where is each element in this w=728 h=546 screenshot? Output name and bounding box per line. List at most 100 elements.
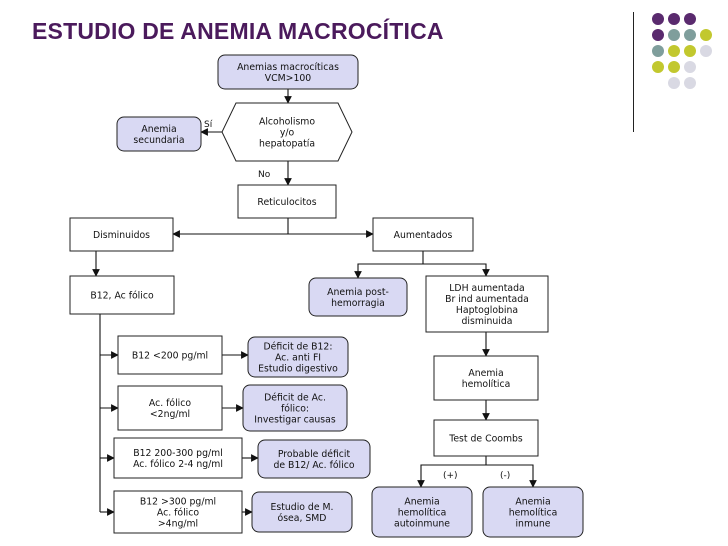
node-label: fólico: <box>281 404 309 415</box>
node-shape <box>371 486 473 538</box>
node-shape <box>482 486 584 538</box>
decorative-dot <box>668 61 680 73</box>
node-shape <box>221 102 353 162</box>
decorative-dot <box>684 29 696 41</box>
decorative-dot <box>668 29 680 41</box>
node-label: hemorragia <box>331 298 385 309</box>
node-label: Anemia <box>515 497 550 508</box>
node-label: Ac. anti FI <box>275 353 321 364</box>
node-label: Disminuidos <box>93 230 150 241</box>
node-aumentados: Aumentados <box>372 217 474 252</box>
decorative-divider <box>633 12 634 132</box>
node-coombs: Test de Coombs <box>433 419 539 457</box>
decorative-dot <box>652 29 664 41</box>
node-shape <box>113 437 243 479</box>
node-label: hemolítica <box>509 508 558 519</box>
node-label: Anemias macrocíticas <box>237 62 339 73</box>
flowchart-nodes: Anemias macrocíticasVCM>100Alcoholismoy/… <box>69 54 584 538</box>
flowchart-edges <box>92 89 537 516</box>
node-posthemorragia: Anemia post-hemorragia <box>308 277 408 317</box>
decorative-dot <box>684 61 696 73</box>
node-shape <box>117 385 223 431</box>
node-shape <box>433 355 539 401</box>
node-shape <box>242 384 348 432</box>
node-label: hepatopatía <box>259 139 315 150</box>
node-b12-folico: B12, Ac fólico <box>69 275 175 315</box>
node-shape <box>433 419 539 457</box>
node-label: Déficit de B12: <box>264 342 333 353</box>
node-label: Haptoglobina <box>456 305 518 316</box>
decorative-dot <box>652 13 664 25</box>
node-shape <box>247 336 349 378</box>
node-label: de B12/ Ac. fólico <box>273 460 354 471</box>
node-label: B12 <200 pg/ml <box>132 351 208 362</box>
node-label: disminuida <box>462 316 513 327</box>
edge-label-plus: (+) <box>443 471 458 481</box>
node-label: Reticulocitos <box>257 197 316 208</box>
node-label: Aumentados <box>394 230 453 241</box>
node-label: secundaria <box>133 135 184 146</box>
node-label: LDH aumentada <box>449 283 524 294</box>
node-shape <box>69 217 174 252</box>
node-shape <box>372 217 474 252</box>
node-shape <box>308 277 408 317</box>
node-shape <box>251 491 353 533</box>
edge-label-si: Sí <box>204 120 213 130</box>
decorative-dot <box>700 29 712 41</box>
node-label: Ac. fólico <box>149 398 191 409</box>
node-label: B12 >300 pg/ml <box>140 497 216 508</box>
node-label: hemolítica <box>398 508 447 519</box>
node-label: Investigar causas <box>254 415 336 426</box>
decorative-dot <box>652 45 664 57</box>
node-label: hemolítica <box>462 379 511 390</box>
node-label: Test de Coombs <box>448 434 523 445</box>
node-label: autoinmune <box>394 519 450 530</box>
decorative-dot <box>700 45 712 57</box>
node-label: Anemia <box>404 497 439 508</box>
decorative-dot <box>684 13 696 25</box>
node-deficit-folico: Déficit de Ac.fólico:Investigar causas <box>242 384 348 432</box>
decorative-dot <box>668 77 680 89</box>
node-shape <box>116 116 202 152</box>
flow-connector <box>486 464 537 488</box>
flow-connector <box>423 263 490 277</box>
node-label: Anemia post- <box>327 287 389 298</box>
node-label: B12 200-300 pg/ml <box>133 448 223 459</box>
node-label: y/o <box>280 128 295 139</box>
node-label: VCM>100 <box>265 73 311 84</box>
node-label: Probable déficit <box>278 449 351 460</box>
edge-label-minus: (-) <box>500 471 510 481</box>
flow-connector <box>354 251 424 279</box>
decorative-dot <box>668 13 680 25</box>
node-reticulocitos: Reticulocitos <box>237 184 337 219</box>
node-label: Alcoholismo <box>259 117 315 128</box>
node-disminuidos: Disminuidos <box>69 217 174 252</box>
decorative-dot <box>652 61 664 73</box>
node-label: Ac. fólico <box>157 508 199 519</box>
node-shape <box>113 490 243 534</box>
decorative-dot <box>684 77 696 89</box>
flow-connector <box>417 464 486 488</box>
node-label: Déficit de Ac. <box>264 393 326 404</box>
page-title: ESTUDIO DE ANEMIA MACROCÍTICA <box>32 18 444 44</box>
node-medula: Estudio de M.ósea, SMD <box>251 491 353 533</box>
node-label: >4ng/ml <box>158 519 198 530</box>
node-label: Anemia <box>141 124 176 135</box>
node-shape <box>257 439 371 479</box>
node-label: inmune <box>515 519 550 530</box>
node-shape <box>117 335 223 375</box>
node-shape <box>237 184 337 219</box>
node-label: Br ind aumentada <box>445 294 529 305</box>
